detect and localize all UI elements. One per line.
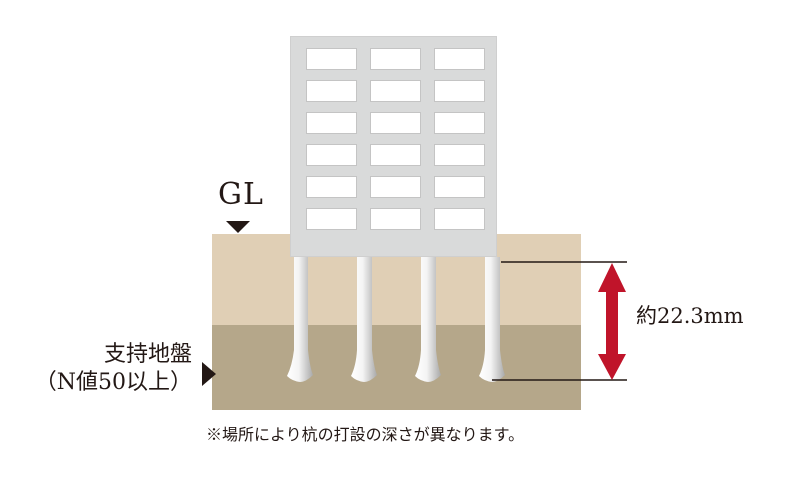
- building-window: [306, 176, 357, 198]
- depth-double-arrow-icon: [598, 263, 626, 380]
- bearing-soil-layer: [212, 325, 581, 410]
- building-window: [370, 48, 421, 70]
- building-window: [370, 80, 421, 102]
- ground-level-marker-icon: [226, 221, 250, 233]
- building-window: [370, 112, 421, 134]
- building-window: [306, 144, 357, 166]
- building-window: [434, 112, 485, 134]
- depth-label: 約22.3mm: [636, 304, 744, 328]
- bearing-layer-marker-icon: [202, 362, 216, 386]
- ground-level-label: GL: [218, 177, 264, 212]
- bearing-layer-label: 支持地盤 （N値50以上）: [35, 341, 192, 397]
- bearing-layer-label-line1: 支持地盤: [103, 342, 192, 367]
- building-window: [370, 144, 421, 166]
- building-window: [434, 48, 485, 70]
- building-window: [434, 208, 485, 230]
- building-window: [306, 80, 357, 102]
- building-window: [434, 80, 485, 102]
- building-window: [306, 48, 357, 70]
- pile: [415, 257, 441, 382]
- building-window: [370, 176, 421, 198]
- footnote: ※場所により杭の打設の深さが異なります。: [206, 425, 525, 444]
- building-window: [434, 176, 485, 198]
- pile: [351, 257, 377, 382]
- building: [290, 36, 497, 257]
- building-window: [434, 144, 485, 166]
- building-window: [306, 112, 357, 134]
- building-window: [306, 208, 357, 230]
- pile: [479, 257, 505, 382]
- pile: [287, 257, 313, 382]
- bearing-layer-label-line2: （N値50以上）: [34, 370, 192, 395]
- building-window: [370, 208, 421, 230]
